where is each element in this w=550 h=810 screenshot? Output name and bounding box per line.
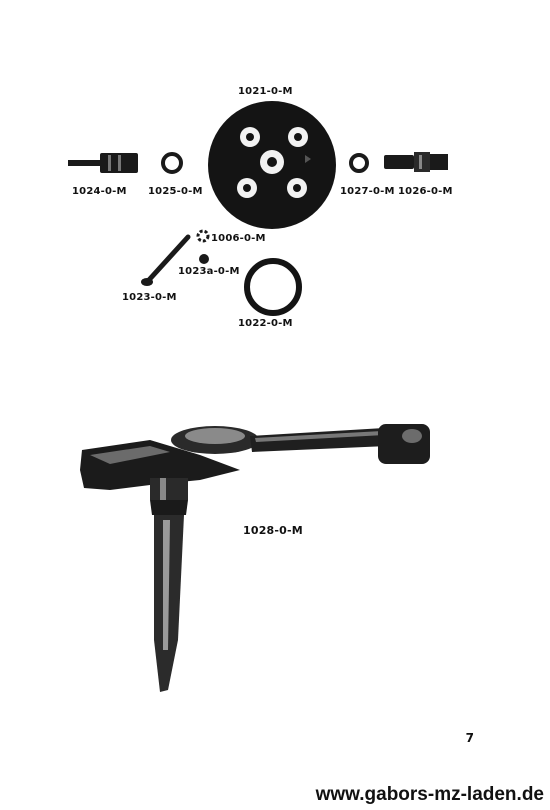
cylinder-head-drawing bbox=[208, 101, 336, 229]
decompressor-valve-drawing bbox=[384, 152, 448, 172]
stud-bolt-drawing bbox=[141, 234, 191, 286]
gasket-drawing bbox=[244, 258, 302, 316]
washer-1023a-drawing bbox=[199, 254, 209, 264]
nut-1006-drawing bbox=[196, 229, 210, 243]
footer-url: www.gabors-mz-laden.de bbox=[315, 784, 544, 805]
crankshaft-drawing bbox=[80, 424, 430, 692]
page-number: 7 bbox=[465, 731, 474, 745]
part-label-1023a: 1023a-0-M bbox=[178, 266, 240, 277]
part-label-1028: 1028-0-M bbox=[243, 524, 303, 537]
part-label-1027: 1027-0-M bbox=[340, 186, 395, 197]
spark-plug-drawing bbox=[68, 153, 138, 173]
part-label-1022: 1022-0-M bbox=[238, 318, 293, 329]
part-label-1021: 1021-0-M bbox=[238, 86, 293, 97]
part-label-1026: 1026-0-M bbox=[398, 186, 453, 197]
sealing-ring-1027-drawing bbox=[349, 153, 369, 173]
part-label-1006: 1006-0-M bbox=[211, 233, 266, 244]
sealing-ring-1025-drawing bbox=[161, 152, 183, 174]
part-label-1025: 1025-0-M bbox=[148, 186, 203, 197]
part-label-1023: 1023-0-M bbox=[122, 292, 177, 303]
part-label-1024: 1024-0-M bbox=[72, 186, 127, 197]
